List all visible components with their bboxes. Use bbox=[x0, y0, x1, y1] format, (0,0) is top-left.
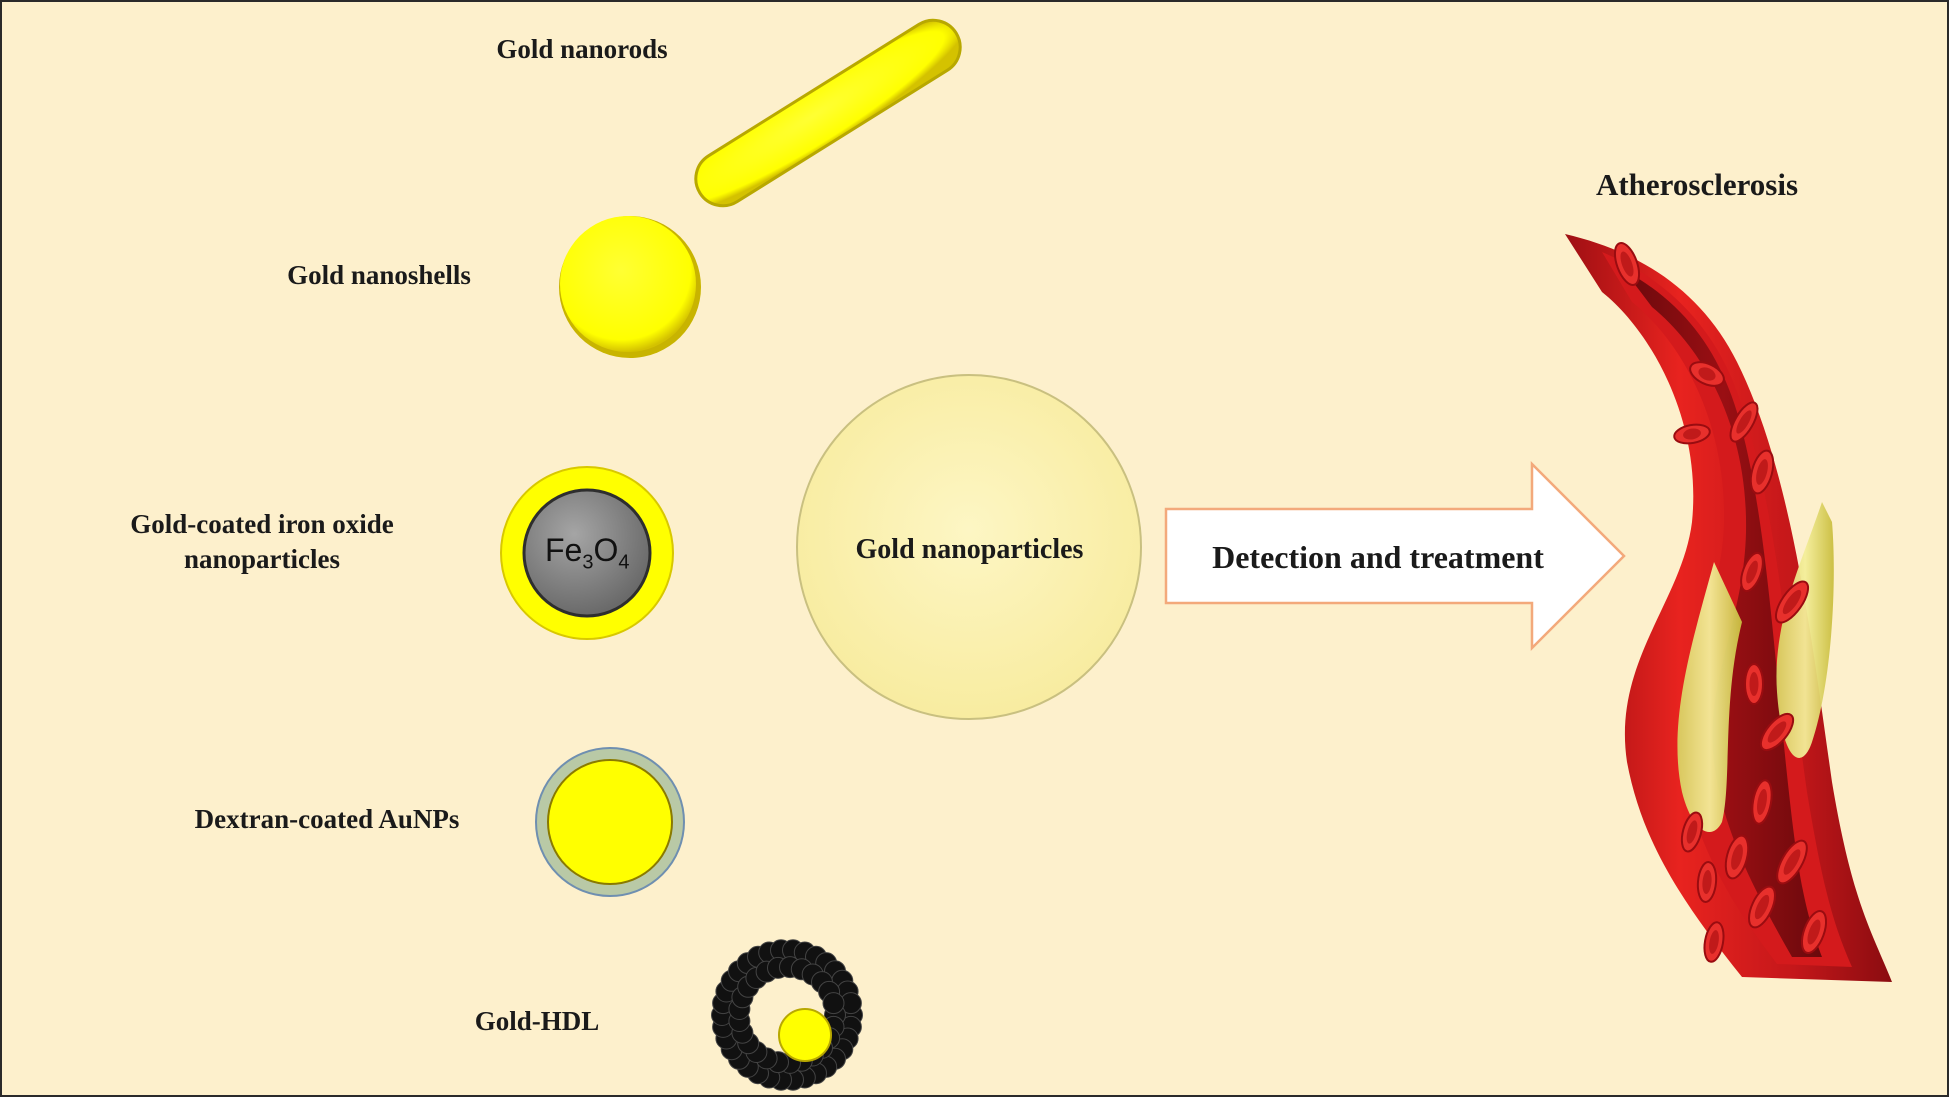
label-dextran-coated-aunps: Dextran-coated AuNPs bbox=[194, 804, 460, 834]
red-blood-cell-center bbox=[1807, 919, 1821, 945]
red-blood-cell-center bbox=[1709, 930, 1719, 954]
hdl-bead bbox=[822, 992, 845, 1015]
label-atherosclerosis: Atherosclerosis bbox=[1595, 167, 1799, 202]
label-gold-hdl: Gold-HDL bbox=[474, 1006, 600, 1036]
red-blood-cell-center bbox=[1767, 721, 1787, 743]
fe3o4-base2: O bbox=[593, 532, 619, 568]
red-blood-cell-center bbox=[1782, 589, 1802, 615]
label-gold-nanoshells: Gold nanoshells bbox=[287, 260, 471, 290]
red-blood-cell-center bbox=[1702, 870, 1712, 894]
red-blood-cell-center bbox=[1754, 894, 1770, 920]
red-blood-cell-center bbox=[1731, 844, 1743, 870]
iron-oxide-particle-icon bbox=[500, 466, 674, 640]
fe3o4-sub1: 3 bbox=[582, 551, 594, 574]
red-blood-cell-center bbox=[1736, 410, 1752, 434]
red-blood-cell-center bbox=[1783, 849, 1801, 875]
red-blood-cell-center bbox=[1683, 428, 1701, 440]
label-gold-nanorods: Gold nanorods bbox=[496, 34, 668, 64]
label-detection-and-treatment: Detection and treatment bbox=[1212, 539, 1544, 575]
detection-arrow bbox=[1164, 460, 1626, 652]
red-blood-cell-center bbox=[1756, 459, 1768, 485]
red-blood-cell-center bbox=[1746, 560, 1758, 584]
nanoshell-icon bbox=[559, 216, 701, 358]
fe3o4-base1: Fe bbox=[545, 532, 583, 568]
label-gold-coated-iron-oxide-line2: nanoparticles bbox=[183, 544, 340, 575]
artery-illustration bbox=[1565, 234, 1892, 982]
red-blood-cell-center bbox=[1749, 672, 1759, 696]
red-blood-cell-center bbox=[1620, 251, 1634, 277]
fe3o4-label: Fe3O4 bbox=[545, 532, 629, 574]
center-circle bbox=[796, 374, 1142, 720]
red-blood-cell-center bbox=[1686, 820, 1698, 844]
label-gold-coated-iron-oxide: Gold-coated iron oxide nanoparticles bbox=[92, 507, 432, 577]
red-blood-cell-center bbox=[1698, 367, 1716, 381]
gold-hdl-icon bbox=[711, 939, 863, 1091]
fe3o4-sub2: 4 bbox=[618, 551, 630, 574]
dextran-particle-icon bbox=[535, 747, 685, 897]
label-gold-coated-iron-oxide-line1: Gold-coated iron oxide bbox=[130, 509, 394, 539]
nanorod-icon bbox=[694, 18, 962, 208]
red-blood-cell-center bbox=[1757, 788, 1767, 816]
label-gold-nanoparticles: Gold nanoparticles bbox=[855, 534, 1084, 565]
hdl-gold-core bbox=[778, 1008, 832, 1062]
